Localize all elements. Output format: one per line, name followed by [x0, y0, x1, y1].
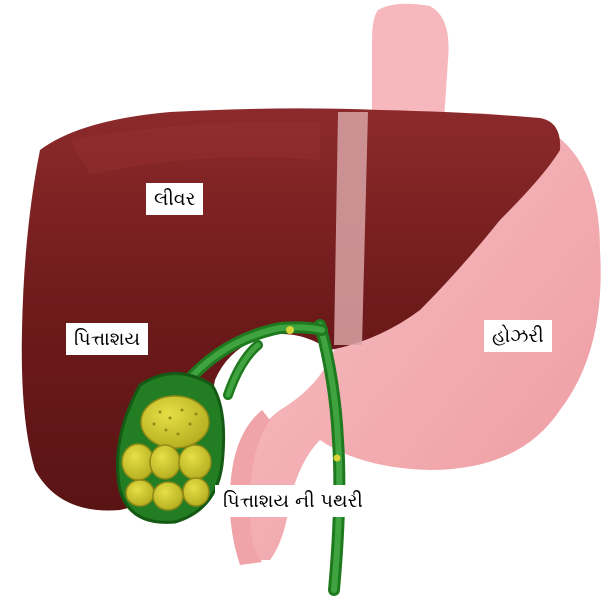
duct-marker	[286, 326, 294, 334]
gallstone	[150, 445, 180, 479]
gallstone	[126, 480, 154, 506]
gallbladder-label: પિત્તાશય	[66, 323, 148, 355]
liver-label: લીવર	[146, 183, 203, 215]
gallstone	[122, 444, 154, 480]
falciform-ligament	[334, 112, 368, 345]
stomach-label: હોઝરી	[484, 320, 552, 352]
gallstones-label: પિત્તાશય ની પથરી	[215, 485, 371, 517]
gallstone-large	[141, 396, 209, 448]
gallstone	[183, 478, 209, 506]
gallstone	[179, 445, 211, 479]
duct-marker	[334, 455, 341, 462]
gallstone	[153, 482, 183, 510]
